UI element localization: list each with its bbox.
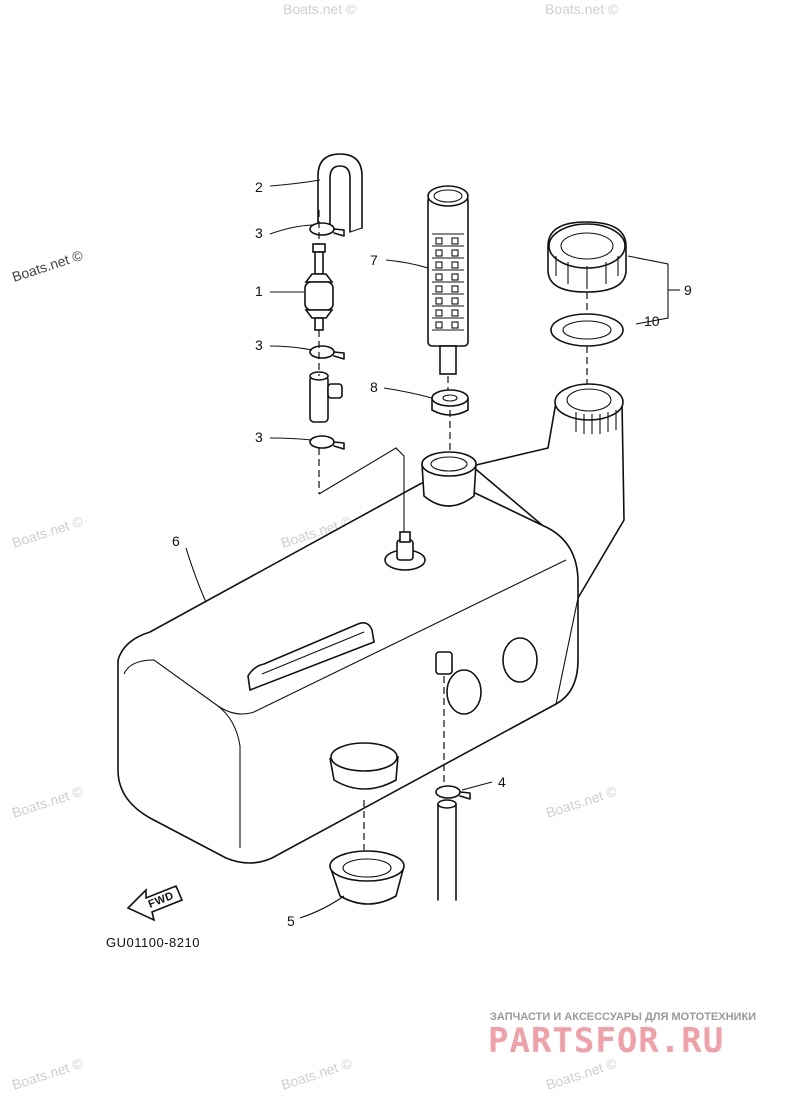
watermark-text: Boats.net © — [283, 1, 357, 17]
part-6-fuel-tank[interactable] — [117, 383, 625, 864]
assembly-lines — [318, 210, 588, 850]
part-7-strainer[interactable] — [427, 185, 469, 375]
callout-7: 7 — [370, 252, 378, 268]
watermark-text: Boats.net © — [545, 1, 619, 17]
callout-10: 10 — [644, 313, 660, 329]
callout-3: 3 — [255, 429, 263, 445]
diagram-code: GU01100-8210 — [106, 935, 200, 950]
part-1-fuel-filter[interactable] — [304, 243, 334, 331]
callout-2: 2 — [255, 179, 263, 195]
part-3-clamp-middle[interactable] — [309, 345, 345, 360]
callout-9: 9 — [684, 282, 692, 298]
watermark-text: Boats.net © — [10, 513, 85, 551]
callout-5: 5 — [287, 913, 295, 929]
watermark-text: Boats.net © — [10, 1055, 85, 1093]
brand-watermark: ЗАПЧАСТИ И АКСЕССУАРЫ ДЛЯ МОТОТЕХНИКИ PA… — [488, 1011, 756, 1061]
watermark-text: Boats.net © — [279, 1055, 354, 1093]
callout-3: 3 — [255, 337, 263, 353]
part-4-clamp[interactable] — [435, 785, 471, 800]
callout-4: 4 — [498, 774, 506, 790]
callout-8: 8 — [370, 379, 378, 395]
brand-name: PARTSFOR.RU — [488, 1021, 724, 1061]
watermark-text: Boats.net © — [10, 783, 85, 821]
callout-3: 3 — [255, 225, 263, 241]
watermark-text: Boats.net © — [544, 783, 619, 821]
brand-tagline: ЗАПЧАСТИ И АКСЕССУАРЫ ДЛЯ МОТОТЕХНИКИ — [490, 1011, 756, 1023]
part-3-clamp-lower[interactable] — [309, 435, 345, 450]
callout-numbers: 2 3 1 3 3 7 8 9 10 6 4 5 — [172, 179, 692, 929]
part-8-grommet[interactable] — [431, 389, 469, 416]
part-10-gasket[interactable] — [550, 313, 624, 347]
part-9-filler-cap[interactable] — [547, 221, 627, 293]
part-2-hose[interactable] — [317, 153, 363, 233]
callout-leaders — [185, 179, 680, 919]
watermark-text: Boats.net © — [10, 247, 85, 285]
part-5-drain-cap[interactable] — [329, 850, 405, 905]
t-joint[interactable] — [309, 371, 343, 423]
vent-hose[interactable] — [435, 651, 457, 901]
callout-6: 6 — [172, 533, 180, 549]
callout-1: 1 — [255, 283, 263, 299]
part-3-clamp-upper[interactable] — [309, 222, 345, 237]
fwd-arrow-icon: FWD — [126, 884, 184, 922]
